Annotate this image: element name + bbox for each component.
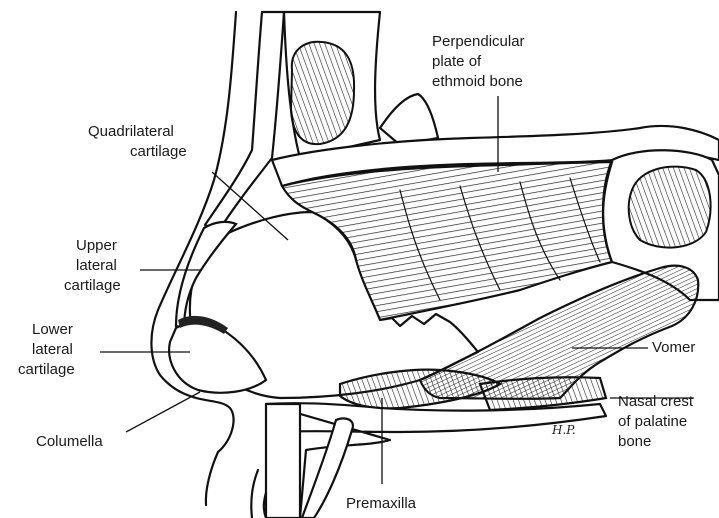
label-line: lateral <box>76 257 117 274</box>
frontal-sinus-air <box>291 42 354 144</box>
label-quadrilateral-cartilage: Quadrilateral cartilage <box>88 123 187 160</box>
label-line: plate of <box>432 53 482 70</box>
label-line: Premaxilla <box>346 495 417 512</box>
columella-outline <box>190 396 234 505</box>
sphenoid-sinus <box>629 167 711 248</box>
label-line: cartilage <box>130 143 187 160</box>
label-line: cartilage <box>64 277 121 294</box>
label-vomer: Vomer <box>652 339 695 356</box>
label-columella: Columella <box>36 433 103 450</box>
label-line: Quadrilateral <box>88 123 174 140</box>
label-line: lateral <box>32 341 73 358</box>
label-line: ethmoid bone <box>432 73 523 90</box>
label-line: Perpendicular <box>432 33 525 50</box>
label-line: Lower <box>32 321 73 338</box>
label-premaxilla: Premaxilla <box>346 495 417 512</box>
label-upper-lateral-cartilage: Upper lateral cartilage <box>64 237 121 294</box>
leader-columella <box>126 392 200 432</box>
label-line: Upper <box>76 237 117 254</box>
artist-signature: H.P. <box>551 423 576 437</box>
label-line: Vomer <box>652 339 695 356</box>
label-line: Columella <box>36 433 103 450</box>
crista-galli <box>380 94 438 145</box>
label-line: of palatine <box>618 413 687 430</box>
alveolar-bone <box>266 404 300 518</box>
label-nasal-crest: Nasal crest of palatine bone <box>618 393 694 450</box>
label-lower-lateral-cartilage: Lower lateral cartilage <box>18 321 75 378</box>
label-perpendicular-plate: Perpendicular plate of ethmoid bone <box>432 33 525 90</box>
label-line: Nasal crest <box>618 393 694 410</box>
nasal-bone <box>205 12 284 232</box>
label-line: cartilage <box>18 361 75 378</box>
label-line: bone <box>618 433 651 450</box>
